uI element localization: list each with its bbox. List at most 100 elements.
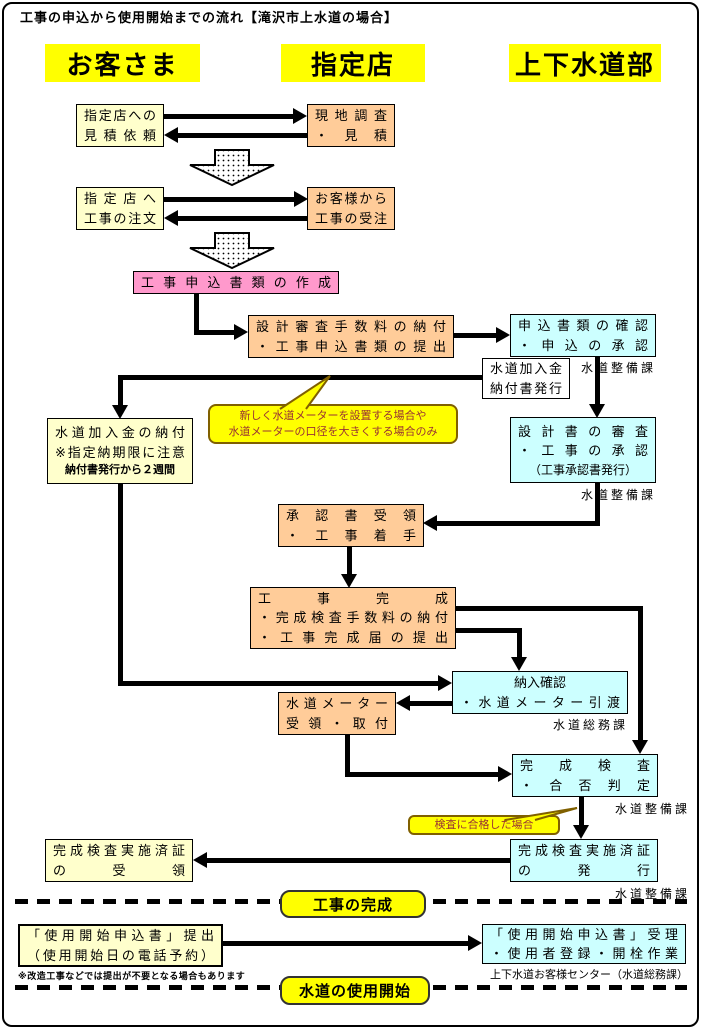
arrowhead-left xyxy=(164,127,178,143)
box-payment-slip: 水道加入金 納付書発行 xyxy=(482,358,570,399)
connector-line xyxy=(456,606,643,611)
arrowhead-left xyxy=(423,515,437,531)
connector-line xyxy=(410,701,452,706)
box-start-accept: 「使用開始申込書」受理 ・使用者登録・開栓作業 xyxy=(482,924,686,964)
connector-line xyxy=(347,547,352,575)
arrowhead-left xyxy=(396,695,410,711)
arrowhead-down xyxy=(632,740,648,754)
text-line: お客様から xyxy=(315,191,387,206)
connector-line xyxy=(118,681,440,686)
connector-line xyxy=(345,772,498,777)
text-line: （使用開始日の電話予約） xyxy=(27,947,214,963)
start-submit-note: ※改造工事などでは提出が不要となる場合もあります xyxy=(18,971,246,981)
text-line: 工事の受注 xyxy=(315,210,387,226)
box-cert-issue: 完成検査実施済証 の発行 xyxy=(510,839,658,882)
connector-line xyxy=(437,521,600,526)
text-line: 水道メーターの口径を大きくする場合のみ xyxy=(228,426,438,438)
text-line: 新しく水道メーターを設置する場合や xyxy=(239,409,427,422)
connector-line xyxy=(345,735,350,777)
box-cert-receive: 完成検査実施済証 の受領 xyxy=(45,839,193,882)
block-down-arrow xyxy=(189,149,275,187)
connector-line xyxy=(118,484,123,686)
arrowhead-down xyxy=(589,404,605,418)
text-line: （工事承認書発行） xyxy=(528,462,637,477)
box-receive-order: お客様から 工事の受注 xyxy=(307,187,395,230)
arrowhead-right xyxy=(438,675,452,691)
connector-line xyxy=(118,375,482,380)
arrowhead-down xyxy=(573,825,589,839)
arrowhead-right xyxy=(293,108,307,124)
connector-line xyxy=(164,114,294,119)
connector-line xyxy=(638,608,643,741)
text-line: の発行 xyxy=(518,862,650,878)
box-site-survey: 現地調査 ・見積 xyxy=(307,104,395,147)
text-line: 工事完成 xyxy=(258,590,448,606)
connector-line xyxy=(118,378,123,405)
box-work-complete: 工事完成 ・完成検査手数料の納付 ・工事完成届の提出 xyxy=(250,587,456,649)
connector-line xyxy=(517,630,522,658)
text-line: 承認書受領 xyxy=(286,508,416,523)
arrowhead-right xyxy=(294,191,308,207)
box-fee-payment: 設計審査手数料の納付 ・工事申込書類の提出 xyxy=(248,315,454,358)
text-line: ・完成検査手数料の納付 xyxy=(258,610,448,626)
text-line: 設計審査手数料の納付 xyxy=(256,319,446,334)
connector-line xyxy=(454,333,496,338)
block-down-arrow xyxy=(189,232,275,270)
text-line: 納付書発行から２週間 xyxy=(65,464,175,477)
text-line: 「使用開始申込書」提出 xyxy=(27,928,214,943)
callout-tail xyxy=(279,375,331,410)
text-line: 工事の注文 xyxy=(84,210,156,226)
column-header-department: 上下水道部 xyxy=(509,44,661,82)
text-line: 工事申込書類の作成 xyxy=(141,274,331,290)
text-line: ※指定納期限に注意 xyxy=(55,444,185,460)
arrowhead-down xyxy=(112,405,128,419)
dept-label-confirm: 水道総務課 xyxy=(552,718,628,732)
text-line: ・工事着手 xyxy=(286,527,416,543)
text-line: 水道加入金 xyxy=(490,361,562,376)
text-line: 見積依頼 xyxy=(84,127,156,143)
box-join-fee-payment: 水道加入金の納付 ※指定納期限に注意 納付書発行から２週間 xyxy=(47,418,193,484)
box-create-application-docs: 工事申込書類の作成 xyxy=(133,271,339,294)
connector-line xyxy=(164,197,294,202)
box-approval-receipt: 承認書受領 ・工事着手 xyxy=(278,504,424,547)
connector-line xyxy=(194,294,199,335)
arrowhead-right xyxy=(496,327,510,343)
text-line: 完成検査 xyxy=(520,758,650,773)
text-line: 申込書類の確認 xyxy=(518,318,648,333)
connector-line xyxy=(456,628,522,633)
callout-tail xyxy=(504,807,578,821)
arrowhead-left xyxy=(193,852,207,868)
text-line: ・工事完成届の提出 xyxy=(258,629,448,645)
box-order-work: 指定店へ 工事の注文 xyxy=(76,187,164,230)
box-meter-receive: 水道メーター 受領・取付 xyxy=(278,692,396,735)
connector-line xyxy=(595,483,600,526)
box-estimate-request: 指定店への 見積依頼 xyxy=(76,104,164,147)
text-line: ・使用者登録・開栓作業 xyxy=(490,946,678,961)
text-line: 設計書の審査 xyxy=(518,423,648,439)
box-payment-confirm: 納入確認 ・水道メーター引渡 xyxy=(452,671,628,714)
text-line: 指定店への xyxy=(84,108,156,123)
text-line: ・水道メーター引渡 xyxy=(460,694,620,710)
text-line: 「使用開始申込書」受理 xyxy=(490,926,678,942)
box-docs-check: 申込書類の確認 ・申込の承認 xyxy=(510,314,656,357)
text-line: ・見積 xyxy=(315,127,387,143)
connector-line xyxy=(207,858,510,863)
text-line: 納入確認 xyxy=(513,675,566,690)
text-line: 完成検査実施済証 xyxy=(53,843,185,858)
milestone-service-start: 水道の使用開始 xyxy=(280,976,430,1005)
text-line: ・工事の承認 xyxy=(518,443,648,458)
dept-label-inspection: 水道整備課 xyxy=(614,802,690,816)
text-line: 納付書発行 xyxy=(490,380,562,396)
arrowhead-left xyxy=(164,210,178,226)
box-final-inspection: 完成検査 ・合否判定 xyxy=(512,754,658,797)
milestone-work-done: 工事の完成 xyxy=(280,890,426,918)
text-line: 受領・取付 xyxy=(286,715,388,731)
text-line: ・工事申込書類の提出 xyxy=(256,338,446,354)
callout-meter-note: 新しく水道メーターを設置する場合や 水道メーターの口径を大きくする場合のみ xyxy=(208,404,458,444)
arrowhead-right xyxy=(498,766,512,782)
dept-label-accept: 上下水道お客様センター（水道総務課） xyxy=(490,969,688,981)
connector-line xyxy=(595,357,600,405)
box-design-review: 設計書の審査 ・工事の承認 （工事承認書発行） xyxy=(510,417,656,483)
text-line: ・合否判定 xyxy=(520,777,650,793)
